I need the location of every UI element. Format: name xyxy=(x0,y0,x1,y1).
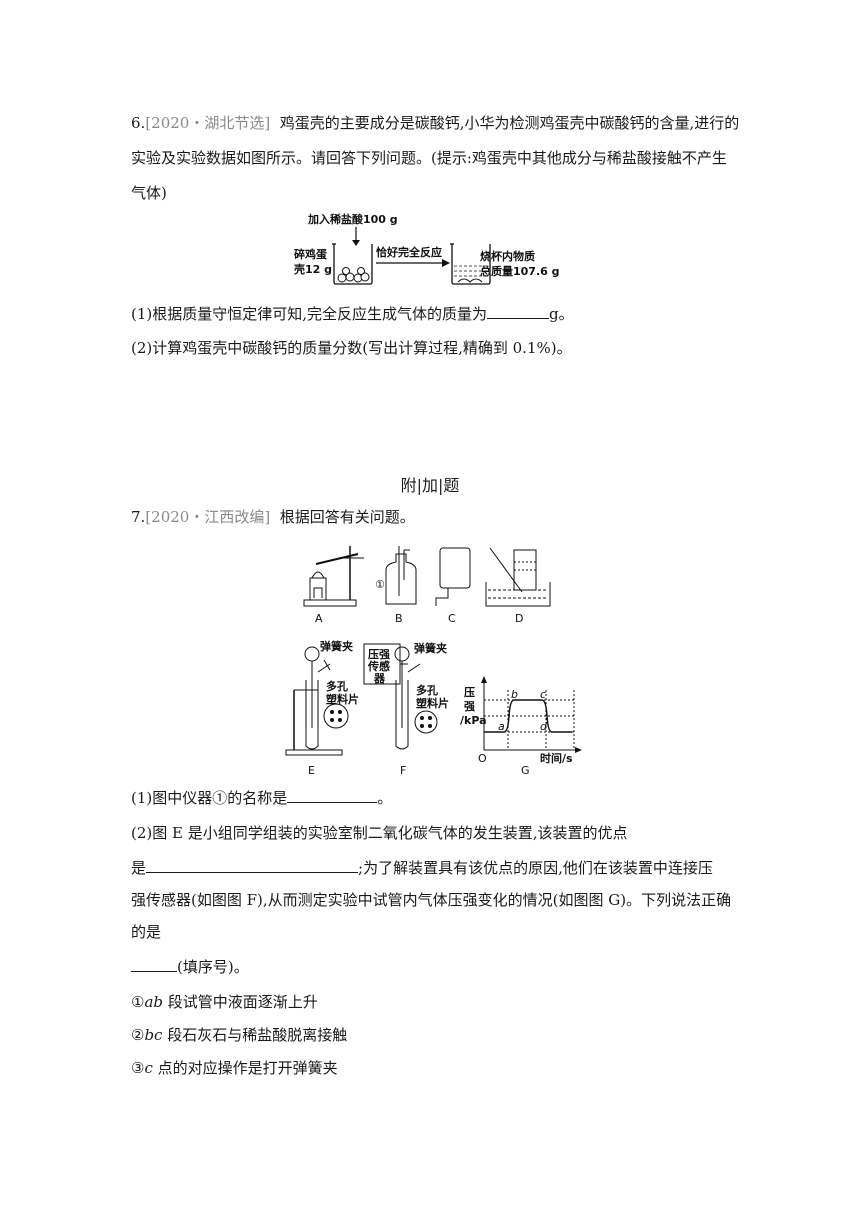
option-1-text: 段试管中液面逐渐上升 xyxy=(163,993,318,1011)
apparatus-a xyxy=(303,546,364,607)
q6-reaction-label: 恰好完全反应 xyxy=(376,245,442,259)
pressure-time-graph xyxy=(481,676,582,753)
f-sensor-label-1: 压强 xyxy=(368,647,390,661)
q7-part2-line-1: (2)图 E 是小组同学组装的实验室制二氧化碳气体的发生装置,该装置的优点 xyxy=(131,824,628,842)
q7-part2-blank-advantage[interactable] xyxy=(146,858,359,873)
f-spring-clip-label: 弹簧夹 xyxy=(414,641,447,655)
q6-stem-line-3: 气体) xyxy=(131,184,167,202)
q6-part1-suffix: g。 xyxy=(549,305,574,323)
graph-point-a: a xyxy=(498,720,505,733)
q6-acid-arrowhead xyxy=(352,240,360,246)
q7-part2-line-5-suffix: (填序号)。 xyxy=(177,958,249,976)
graph-y-label-2: 强 xyxy=(464,700,475,713)
q6-beaker-right xyxy=(450,243,491,285)
q7-part1: (1)图中仪器①的名称是 。 xyxy=(131,788,392,808)
q6-number: 6. xyxy=(131,114,146,132)
f-sensor-label-3: 器 xyxy=(373,672,386,685)
q6-part1-blank[interactable] xyxy=(487,304,550,319)
option-1-mark: ① xyxy=(131,993,145,1011)
appendix-section-title: 附|加|题 xyxy=(400,476,460,495)
graph-point-d: d xyxy=(540,720,548,733)
q7-part2-line-2-suffix: ;为了解装置具有该优点的原因,他们在该装置中连接压 xyxy=(358,859,713,877)
q7-part1-prefix: (1)图中仪器①的名称是 xyxy=(131,789,288,807)
label-b: B xyxy=(395,612,403,625)
graph-origin: O xyxy=(478,752,487,765)
apparatus-b xyxy=(385,546,417,605)
label-a: A xyxy=(315,612,323,625)
graph-point-b: b xyxy=(511,688,518,701)
label-d: D xyxy=(515,612,523,625)
option-3-text: 点的对应操作是打开弹簧夹 xyxy=(152,1059,338,1077)
option-1-italic: ab xyxy=(144,993,163,1011)
q6-reaction-arrowhead xyxy=(442,259,450,267)
q6-part2: (2)计算鸡蛋壳中碳酸钙的质量分数(写出计算过程,精确到 0.1%)。 xyxy=(131,339,572,357)
q6-shell-label-2: 壳12 g xyxy=(293,262,332,276)
q7-option-1: ①ab 段试管中液面逐渐上升 xyxy=(131,992,318,1012)
q7-part2-blank-choice[interactable] xyxy=(131,957,177,972)
label-c: C xyxy=(448,612,456,625)
q6-part1-prefix: (1)根据质量守恒定律可知,完全反应生成气体的质量为 xyxy=(131,305,488,323)
option-3-mark: ③ xyxy=(131,1059,145,1077)
e-spring-clip-label: 弹簧夹 xyxy=(320,639,353,653)
apparatus-c xyxy=(435,547,471,606)
q6-experiment-figure: 加入稀盐酸100 g 碎鸡蛋 壳12 g 恰好完全反应 烧杯内物质 总质量107… xyxy=(293,212,560,285)
q7-stem-text: 根据回答有关问题。 xyxy=(279,508,415,526)
option-2-mark: ② xyxy=(131,1026,145,1044)
q7-option-3: ③c 点的对应操作是打开弹簧夹 xyxy=(131,1058,338,1078)
q7-part1-blank[interactable] xyxy=(287,788,378,803)
q7-apparatus-figure: A ① B C D xyxy=(285,546,582,777)
apparatus-f xyxy=(363,643,438,750)
q6-acid-label: 加入稀盐酸100 g xyxy=(307,212,398,226)
label-e: E xyxy=(308,764,315,777)
apparatus-d xyxy=(485,547,551,607)
q7-part2-line-4: 的是 xyxy=(131,923,162,941)
e-porous-label-2: 塑料片 xyxy=(326,692,359,706)
option-3-italic: c xyxy=(144,1059,153,1077)
q6-result-label-2: 总质量107.6 g xyxy=(480,264,560,278)
q6-stem-line-1: 6.[2020・湖北节选] 鸡蛋壳的主要成分是碳酸钙,小华为检测鸡蛋壳中碳酸钙的… xyxy=(131,113,739,133)
option-2-italic: bc xyxy=(144,1026,163,1044)
graph-point-c: c xyxy=(540,688,546,701)
q6-stem-text-1: 鸡蛋壳的主要成分是碳酸钙,小华为检测鸡蛋壳中碳酸钙的含量,进行的 xyxy=(279,114,740,132)
instrument-number-one: ① xyxy=(375,578,385,591)
graph-y-label-1: 压 xyxy=(464,685,475,699)
q6-stem-line-2: 实验及实验数据如图所示。请回答下列问题。(提示:鸡蛋壳中其他成分与稀盐酸接触不产… xyxy=(131,149,727,167)
apparatus-e xyxy=(285,646,349,756)
q7-option-2: ②bc 段石灰石与稀盐酸脱离接触 xyxy=(131,1025,347,1045)
f-porous-label-2: 塑料片 xyxy=(416,696,449,710)
q6-source-tag: [2020・湖北节选] xyxy=(145,114,271,132)
graph-y-label-3: /kPa xyxy=(460,714,487,727)
q7-number: 7. xyxy=(131,508,146,526)
label-g: G xyxy=(521,764,530,777)
q6-result-label-1: 烧杯内物质 xyxy=(480,249,535,263)
q7-part2-line-2: 是 ;为了解装置具有该优点的原因,他们在该装置中连接压 xyxy=(131,858,713,878)
q7-stem: 7.[2020・江西改编] 根据回答有关问题。 xyxy=(131,507,415,527)
q6-part1: (1)根据质量守恒定律可知,完全反应生成气体的质量为 g。 xyxy=(131,304,574,324)
q7-source-tag: [2020・江西改编] xyxy=(145,508,271,526)
q6-shell-label-1: 碎鸡蛋 xyxy=(294,247,328,261)
e-porous-label-1: 多孔 xyxy=(326,679,348,693)
q7-part2-line-3: 强传感器(如图图 F),从而测定实验中试管内气体压强变化的情况(如图图 G)。下… xyxy=(131,891,732,909)
option-2-text: 段石灰石与稀盐酸脱离接触 xyxy=(162,1026,348,1044)
f-porous-label-1: 多孔 xyxy=(416,683,438,697)
q7-part2-line-5: (填序号)。 xyxy=(131,957,249,977)
label-f: F xyxy=(400,764,406,777)
q6-beaker-left xyxy=(332,243,373,285)
graph-pressure-curve xyxy=(484,699,572,733)
f-sensor-label-2: 传感 xyxy=(367,659,390,673)
q7-part1-suffix: 。 xyxy=(377,789,393,807)
graph-x-label: 时间/s xyxy=(540,751,573,765)
q7-part2-line-2-prefix: 是 xyxy=(131,859,147,877)
